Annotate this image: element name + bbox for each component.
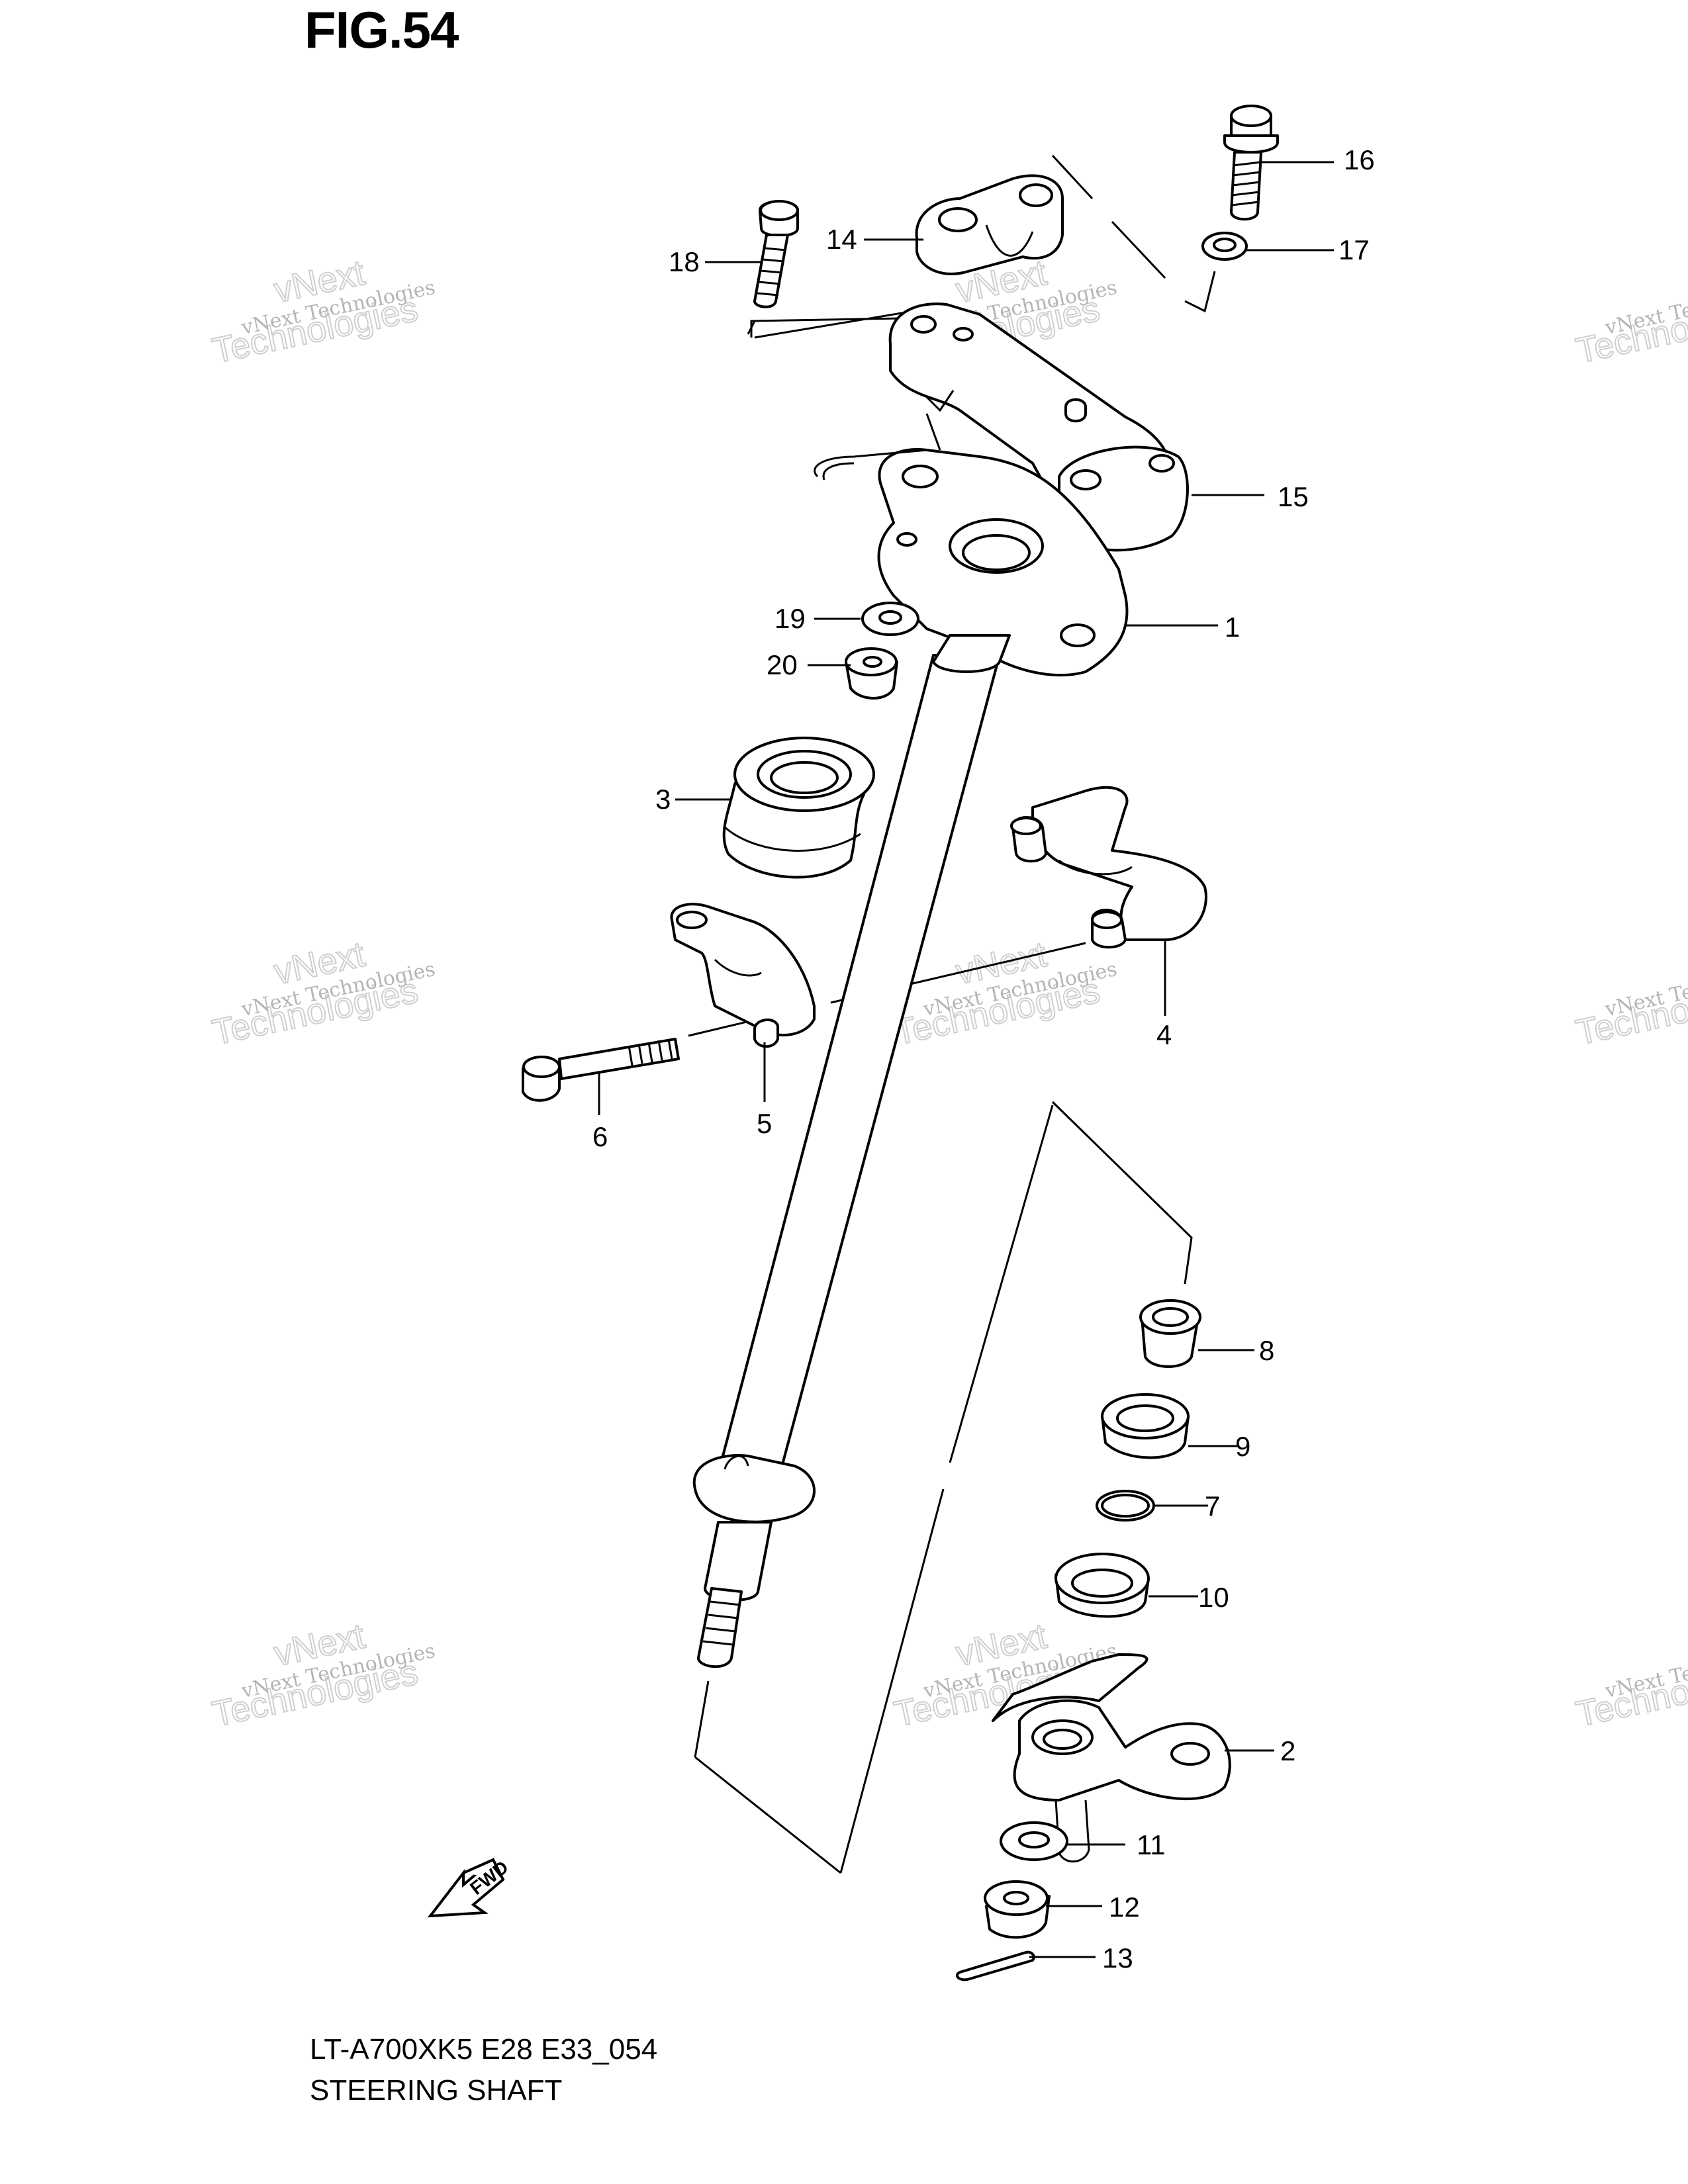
part-9-bearing: [1101, 1393, 1190, 1459]
callout-19: 19: [774, 603, 806, 634]
part-3-bushing: [722, 737, 875, 879]
callout-15: 15: [1278, 481, 1309, 512]
part-2-arm: [992, 1653, 1231, 1863]
part-12-nut: [984, 1880, 1051, 1939]
part-10-bearing: [1055, 1553, 1150, 1618]
callout-9: 9: [1235, 1431, 1250, 1462]
callout-2: 2: [1280, 1735, 1295, 1766]
callout-6: 6: [592, 1121, 608, 1152]
callout-7: 7: [1205, 1490, 1220, 1522]
part-18-bolt: [753, 200, 799, 308]
part-16-bolt: [1223, 105, 1279, 221]
part-19-washer: [861, 602, 919, 636]
steering-shaft-tube: [692, 634, 1011, 1668]
callout-labels: 16 17 14 18 15 1 19 20 3 4 5 6 8 9 7 10 …: [592, 144, 1375, 1974]
callout-17: 17: [1338, 234, 1370, 265]
callout-18: 18: [669, 246, 700, 277]
callout-1: 1: [1225, 612, 1240, 643]
part-7-o-ring: [1096, 1490, 1155, 1522]
callout-14: 14: [826, 224, 857, 255]
part-6-bolt: [522, 1038, 680, 1102]
callout-16: 16: [1344, 144, 1375, 175]
callout-13: 13: [1102, 1942, 1133, 1974]
callout-3: 3: [655, 784, 671, 815]
diagram-caption: STEERING SHAFT: [310, 2074, 563, 2107]
figure-title: FIG.54: [305, 1, 459, 59]
callout-11: 11: [1137, 1829, 1166, 1860]
part-13-cotter-pin: [956, 1950, 1035, 1981]
leader-lines: [598, 161, 1334, 1958]
fwd-arrow-icon: FWD: [427, 1856, 512, 1918]
diagram-code: LT-A700XK5 E28 E33_054: [310, 2033, 658, 2066]
part-8-bushing: [1139, 1299, 1201, 1368]
callout-4: 4: [1156, 1019, 1172, 1050]
part-17-washer: [1201, 232, 1248, 261]
part-1-shaft-plate: [814, 448, 1129, 677]
part-14-handlebar-holder: [915, 174, 1064, 275]
callout-10: 10: [1198, 1582, 1229, 1613]
part-11-washer: [1000, 1821, 1068, 1861]
part-4-holder: [1010, 786, 1207, 949]
callout-12: 12: [1109, 1891, 1140, 1923]
part-20-nut: [845, 647, 898, 700]
callout-8: 8: [1259, 1335, 1274, 1366]
callout-20: 20: [767, 649, 798, 680]
part-15-bracket: [888, 302, 1189, 553]
part-5-holder: [670, 903, 816, 1048]
callout-5: 5: [757, 1108, 772, 1139]
